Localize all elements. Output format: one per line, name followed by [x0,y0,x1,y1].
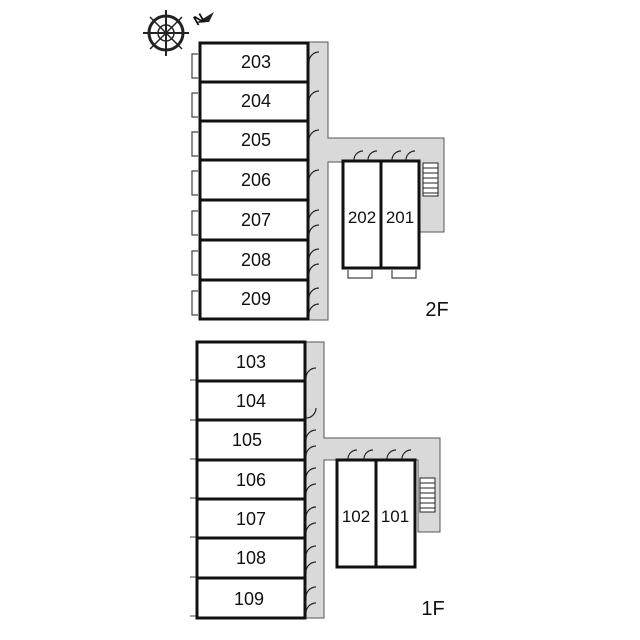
stair-2f [422,162,439,197]
floor-label-1f: 1F [421,598,444,620]
unit-102: 102 [335,449,378,569]
unit-label: 209 [241,289,271,309]
unit-207: 207 [191,198,320,242]
unit-label: 107 [236,509,266,529]
unit-209: 209 [191,278,320,321]
unit-104: 104 [190,379,317,422]
unit-203: 203 [191,41,320,84]
unit-label: 201 [386,208,414,227]
unit-101: 101 [374,449,417,569]
unit-label: 205 [241,130,271,150]
unit-label: 101 [381,507,409,526]
unit-109: 109 [190,576,317,620]
unit-label: 102 [342,507,370,526]
unit-106: 106 [190,458,317,501]
unit-label: 204 [241,91,271,111]
compass-rose-icon [143,10,214,56]
floor-1f: 103 104 105 106 107 [190,340,445,620]
unit-label: 108 [236,548,266,568]
unit-103: 103 [190,340,317,383]
unit-label: 208 [241,250,271,270]
unit-label: 203 [241,52,271,72]
unit-label: 206 [241,170,271,190]
unit-label: 106 [236,470,266,490]
unit-208: 208 [191,238,320,282]
unit-204: 204 [191,80,320,123]
unit-label: 105 [232,430,262,450]
unit-201: 201 [379,150,421,279]
unit-206: 206 [191,158,320,202]
unit-107: 107 [190,497,317,540]
unit-label: 207 [241,210,271,230]
unit-label: 202 [348,208,376,227]
unit-108: 108 [190,536,317,580]
corridor-1f [304,341,441,619]
stair-1f [419,477,436,513]
unit-105: 105 [190,418,317,462]
unit-label: 104 [236,391,266,411]
unit-label: 109 [234,589,264,609]
floor-2f: 203 204 205 206 207 [191,41,449,321]
floor-label-2f: 2F [425,299,448,321]
unit-202: 202 [341,150,383,279]
unit-label: 103 [236,352,266,372]
unit-205: 205 [191,119,320,162]
